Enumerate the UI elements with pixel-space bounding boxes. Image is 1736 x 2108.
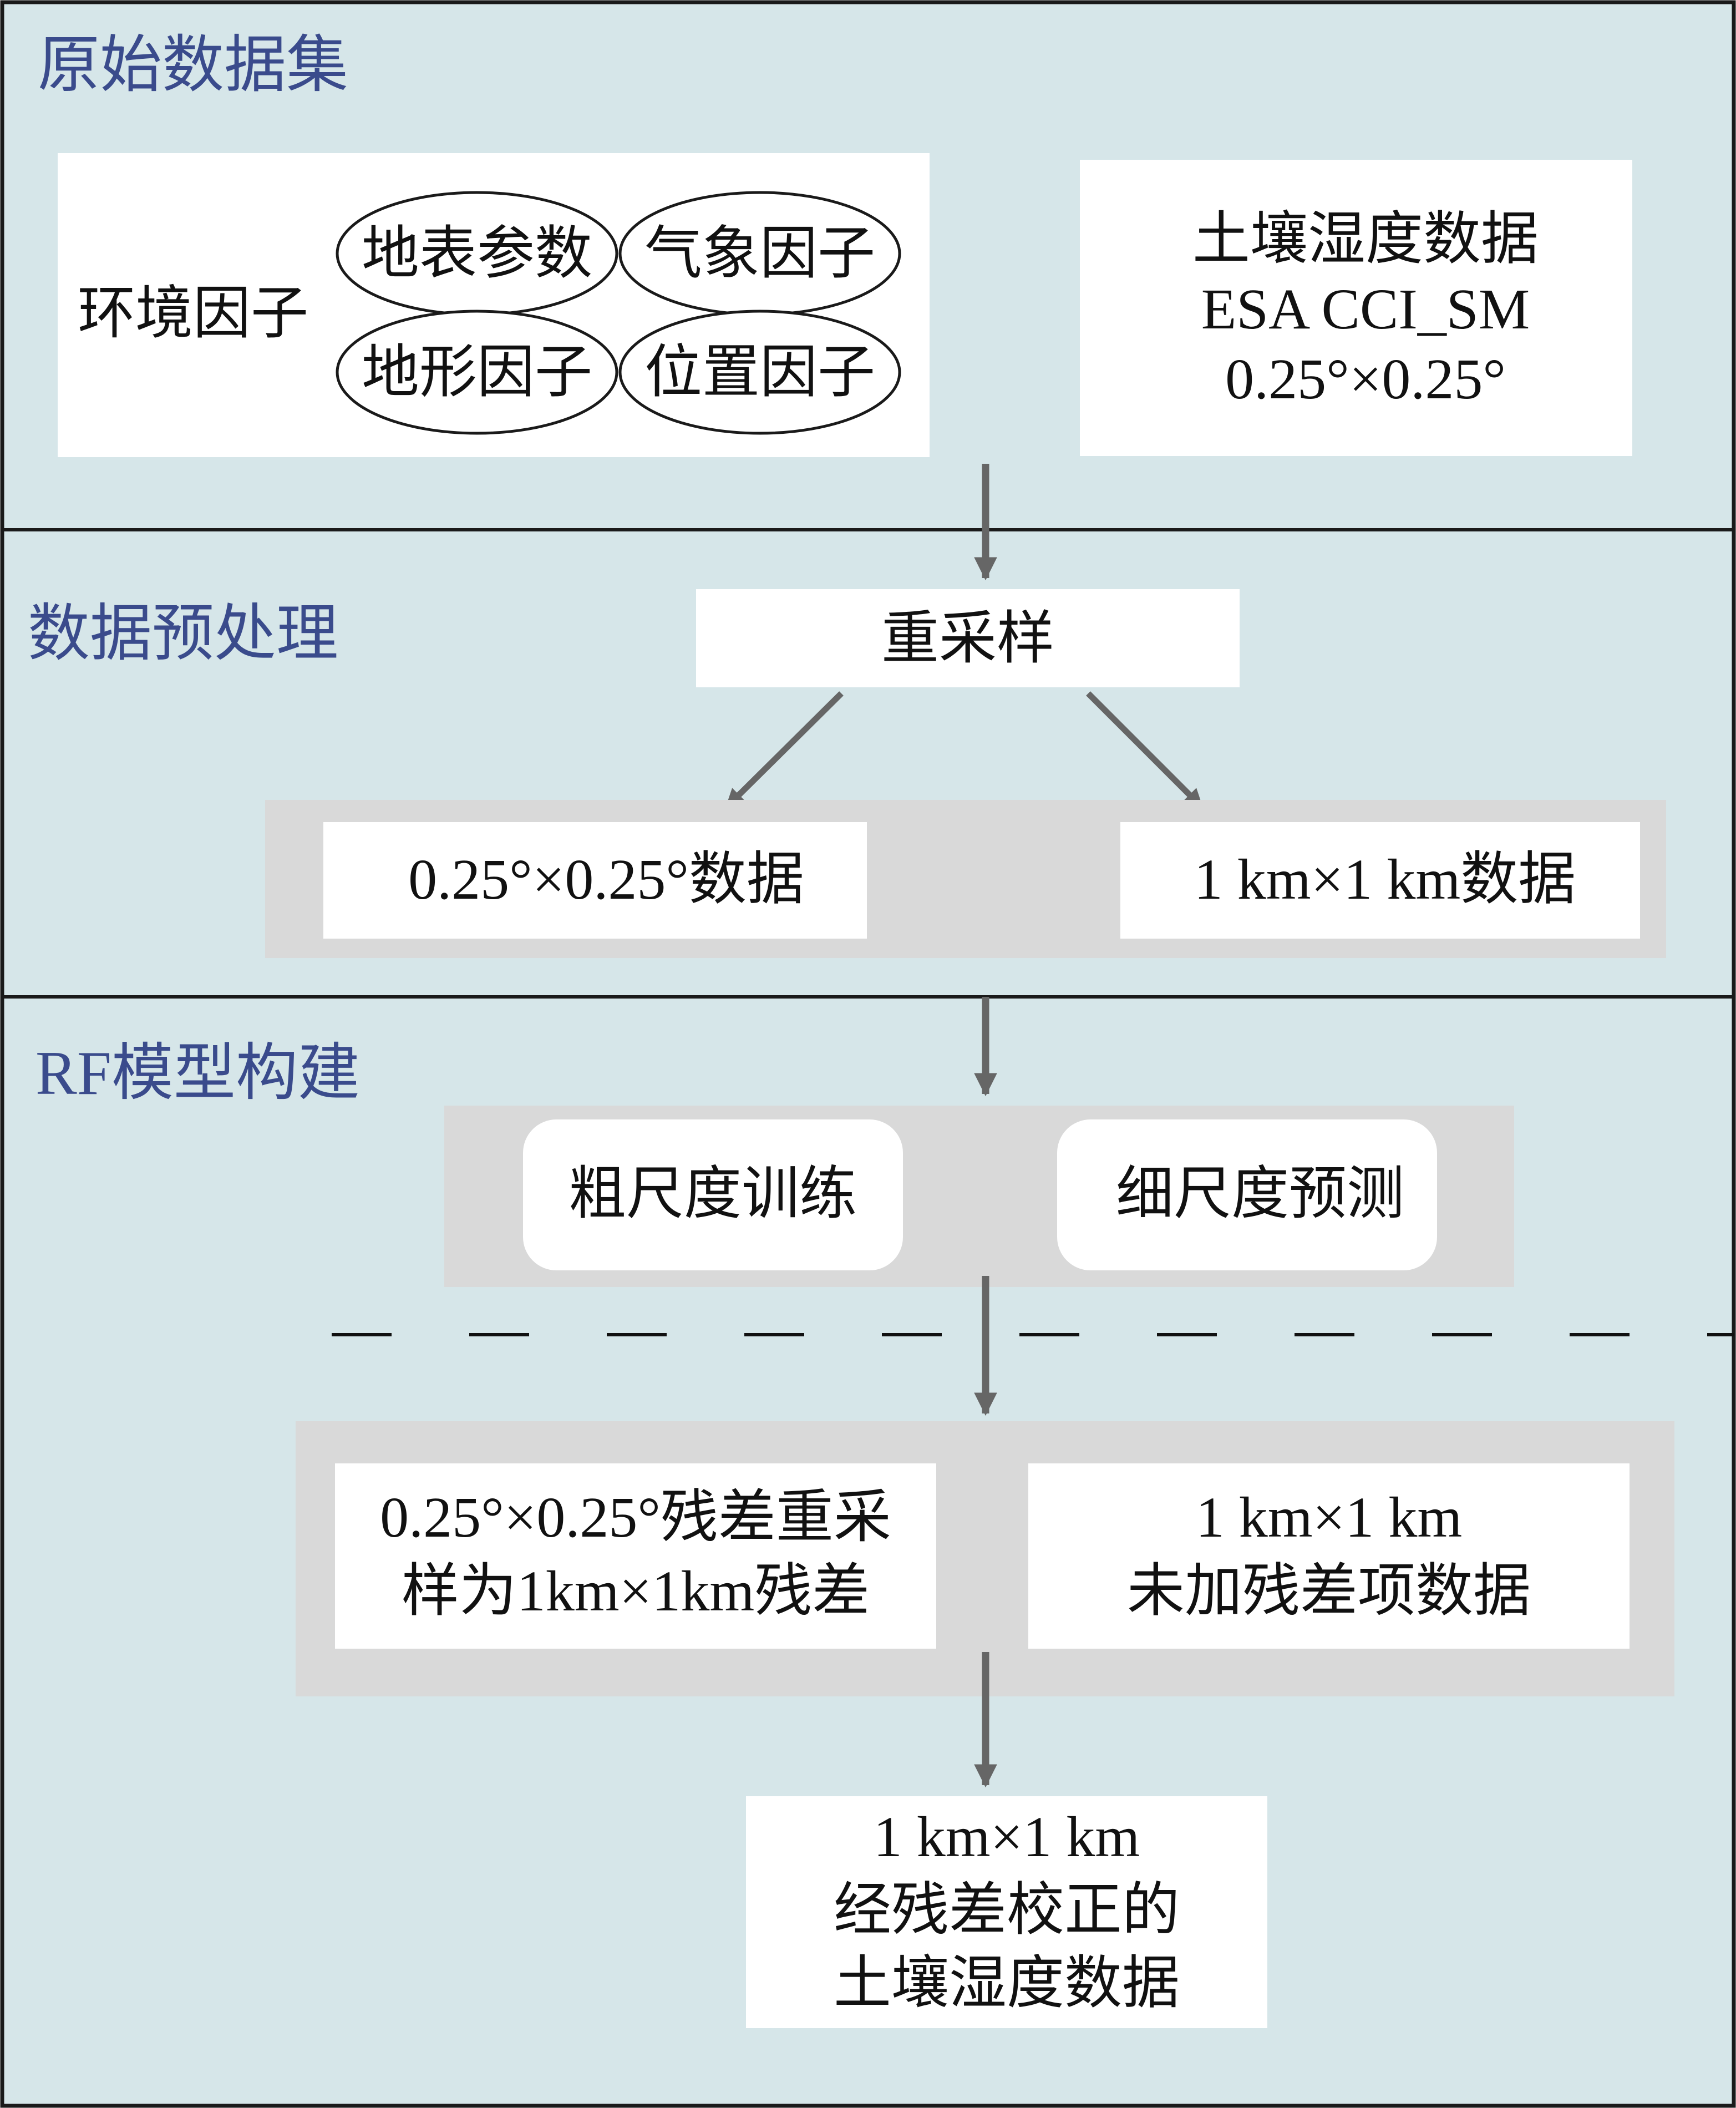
- factor-ellipse-terrain: [336, 310, 618, 435]
- arrow-resample-to-fine: [1086, 691, 1204, 809]
- factor-label-terrain: 地形因子: [362, 341, 592, 404]
- final-output-box: [746, 1796, 1267, 2028]
- residual-resample-line-1: 0.25°×0.25°残差重采: [380, 1486, 891, 1549]
- section-title-preprocessing: 数据预处理: [28, 600, 338, 668]
- fine-data-box: [1120, 822, 1640, 939]
- resample-label: 重采样: [881, 607, 1054, 671]
- no-residual-line-1: 1 km×1 km: [1196, 1486, 1462, 1549]
- factor-ellipse-location: [618, 310, 901, 435]
- soil-moisture-source: ESA CCI_SM: [1201, 277, 1530, 341]
- no-residual-data-box: [1028, 1463, 1630, 1649]
- environment-factors-label: 环境因子: [78, 282, 308, 346]
- section-title-raw-data: 原始数据集: [38, 31, 348, 100]
- coarse-training-label: 粗尺度训练: [568, 1162, 857, 1226]
- arrow-resample-to-coarse: [724, 691, 844, 809]
- coarse-training-box: [523, 1119, 903, 1270]
- final-output-line-1: 1 km×1 km: [874, 1805, 1140, 1869]
- final-output-line-2: 经残差校正的: [834, 1878, 1180, 1942]
- resample-box: [696, 589, 1240, 687]
- fine-data-label: 1 km×1 km数据: [1194, 848, 1576, 911]
- fine-prediction-box: [1057, 1119, 1437, 1270]
- section-title-rf-model: RF模型构建: [35, 1039, 360, 1108]
- coarse-data-label: 0.25°×0.25°数据: [408, 848, 804, 911]
- soil-moisture-data-box: [1080, 160, 1632, 456]
- soil-moisture-resolution: 0.25°×0.25°: [1225, 347, 1506, 411]
- soil-moisture-title: 土壤湿度数据: [1192, 207, 1539, 271]
- fine-prediction-label: 细尺度预测: [1116, 1162, 1404, 1226]
- coarse-data-box: [323, 822, 867, 939]
- factor-label-meteorological: 气象因子: [644, 222, 875, 286]
- factor-label-surface-parameters: 地表参数: [362, 222, 592, 286]
- final-output-line-3: 土壤湿度数据: [834, 1952, 1180, 2015]
- factor-label-location: 位置因子: [644, 341, 875, 404]
- no-residual-line-2: 未加残差项数据: [1127, 1559, 1531, 1623]
- residual-resample-line-2: 样为1km×1km残差: [402, 1559, 870, 1623]
- residual-resample-box: [335, 1463, 936, 1649]
